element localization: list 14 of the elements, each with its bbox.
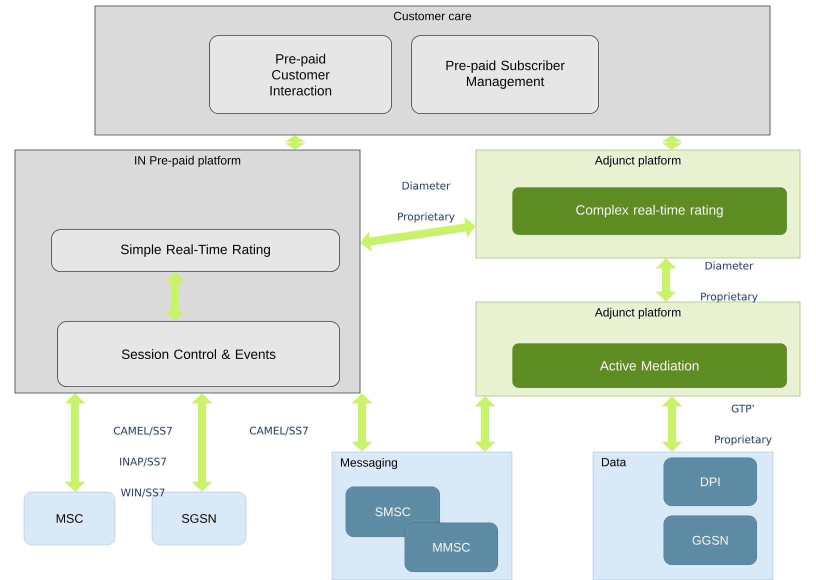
process-box: GGSN <box>664 516 757 565</box>
process-box: Complex real-time rating <box>512 187 787 235</box>
edge-label: GTP’ Proprietary <box>715 404 772 446</box>
process-box: Session Control & Events <box>57 321 340 387</box>
process-box: Active Mediation <box>512 343 787 388</box>
edge-label: Diameter Proprietary <box>701 262 758 302</box>
process-box: Pre-paid Subscriber Management <box>411 35 599 114</box>
edge-label: CAMEL/SS7 <box>250 426 308 436</box>
process-box: MMSC <box>404 522 498 572</box>
process-box: Pre-paid Customer Interaction <box>209 35 392 114</box>
process-box: Simple Real-Time Rating <box>51 229 340 272</box>
process-box: MSC <box>24 492 116 546</box>
edge-label: Diameter Proprietary <box>398 182 455 222</box>
process-box: DPI <box>664 458 757 506</box>
